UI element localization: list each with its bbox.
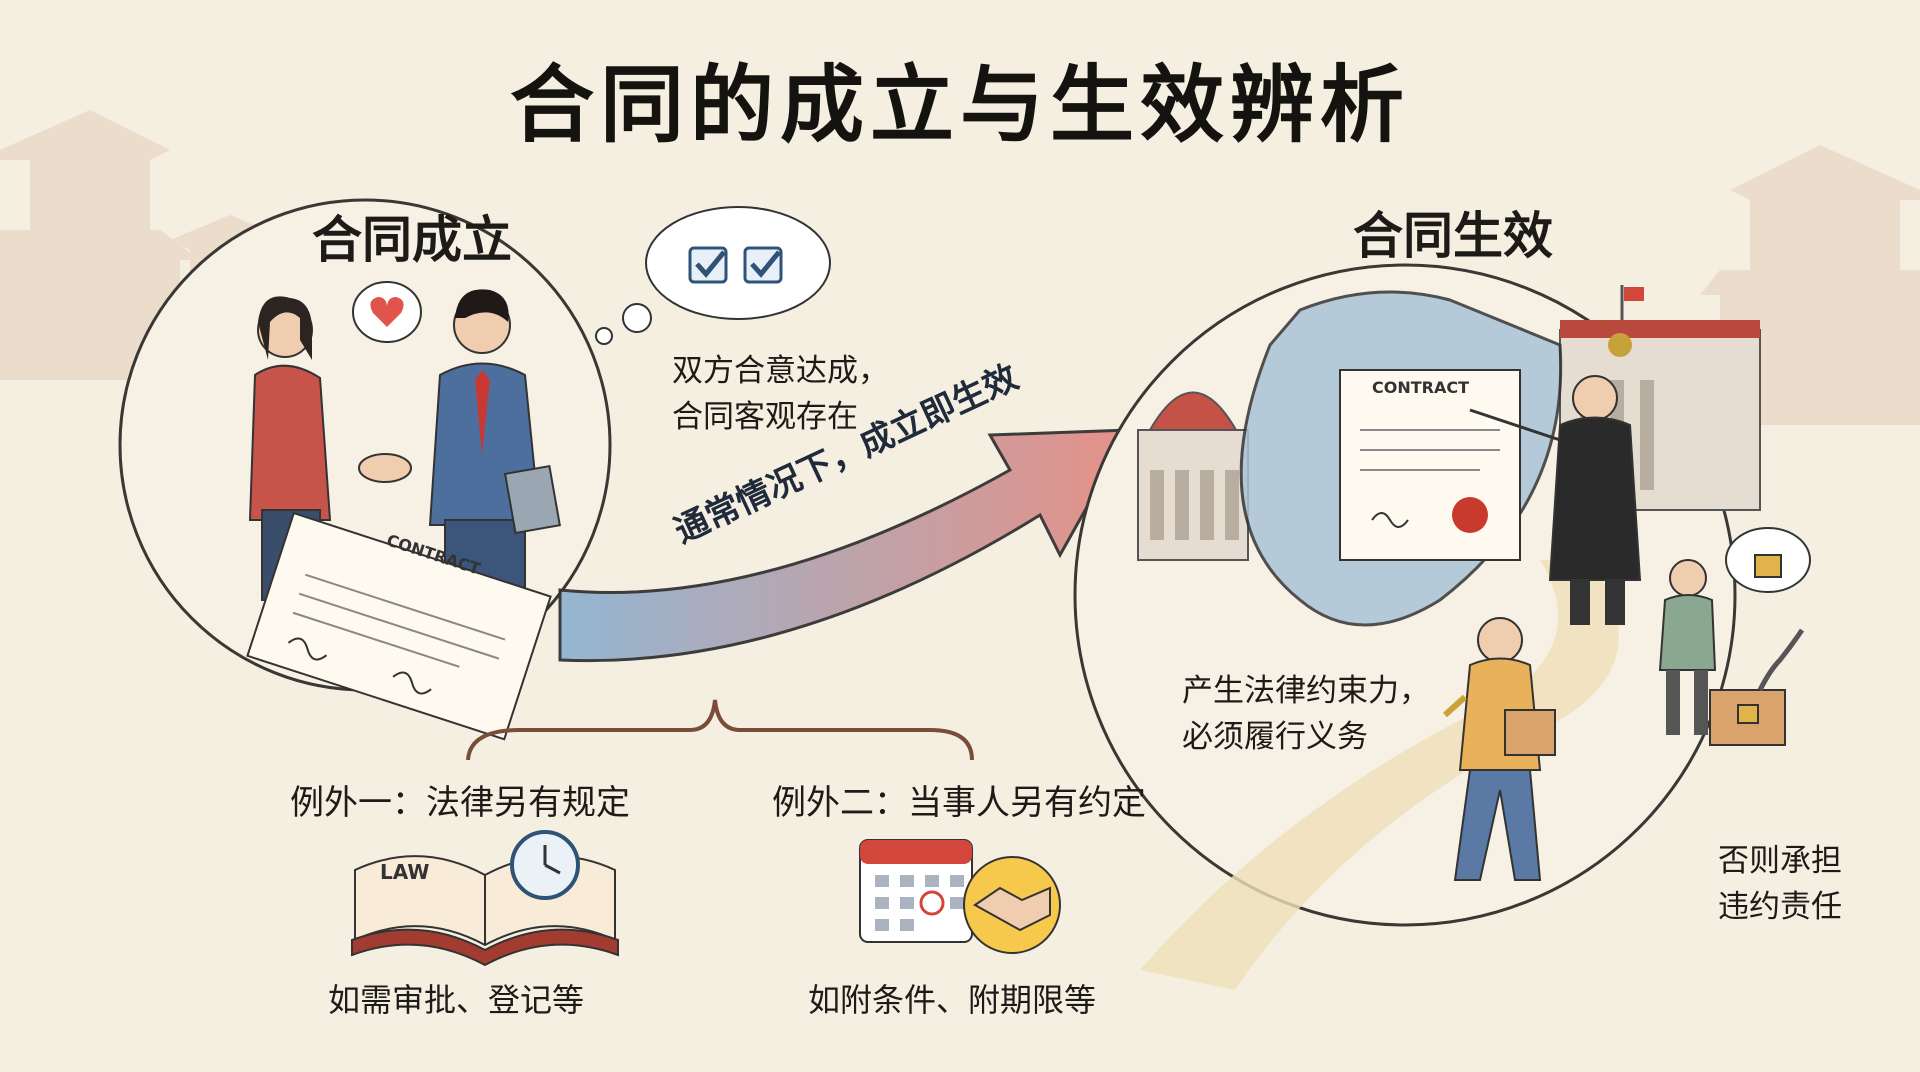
shield-icon [1239,290,1563,627]
transition-arrow [558,428,1133,663]
seal-icon [1452,497,1488,533]
handshake-hands [358,453,412,483]
agreement-caption: 双方合意达成， 合同客观存在 [672,353,889,435]
breach-caption: 否则承担 违约责任 [1718,843,1842,925]
calendar-handshake-icon [859,839,1061,954]
worker-figure [1442,617,1556,881]
worried-man-figure [1658,527,1811,735]
contract-label-right: CONTRACT [1372,378,1470,397]
chain-icon [1757,628,1805,692]
heart-bubble [352,281,422,343]
pointer-stick [1469,408,1561,442]
man-figure [428,289,561,611]
road [1140,560,1619,990]
contract-paper-left [246,511,552,741]
judge-figure [1469,375,1642,625]
lock-icon [1754,554,1782,578]
exception-one-note: 如需审批、登记等 [328,981,585,1019]
capitol-building [1137,391,1249,561]
exception-two-note: 如附条件、附期限等 [808,981,1097,1019]
binding-caption: 产生法律约束力， 必须履行义务 [1182,673,1430,755]
effectiveness-heading: 合同生效 [1353,207,1553,265]
formation-heading: 合同成立 [312,211,512,269]
exception-two-label: 例外二：当事人另有约定 [772,783,1146,823]
exception-brace [466,699,974,761]
page-title: 合同的成立与生效辨析 [509,56,1410,154]
law-book-text: LAW [380,860,430,884]
law-book-icon [351,830,619,967]
palace-right-bg [1700,145,1920,425]
locked-chest-icon [1709,628,1805,746]
box-icon [1504,709,1556,756]
key-icon [1442,694,1468,718]
thought-cloud-checks [595,206,831,345]
exception-one-label: 例外一：法律另有规定 [290,783,630,823]
